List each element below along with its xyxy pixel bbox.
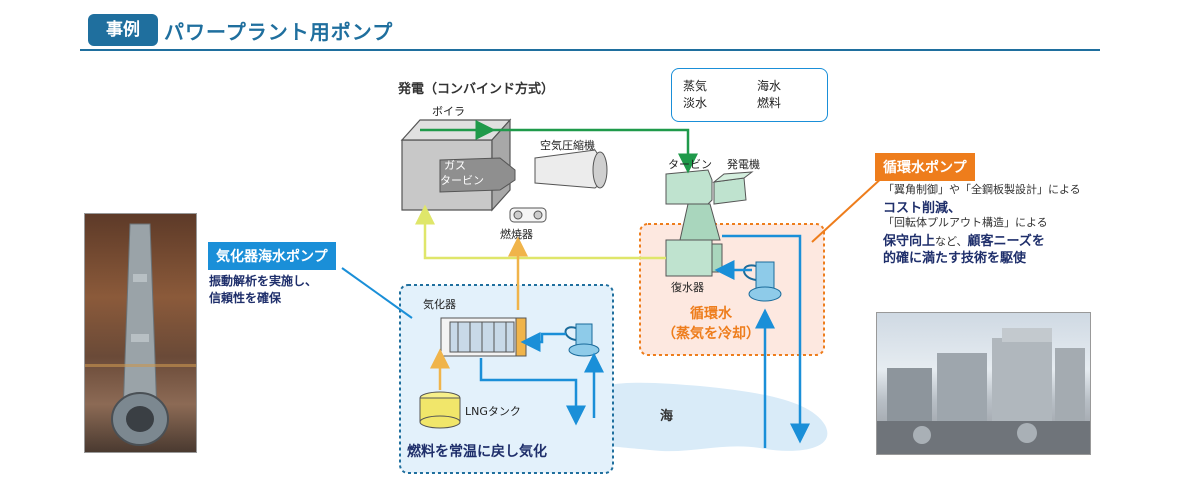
vaporizer-exchanger <box>440 317 527 357</box>
circulating-pump-icon <box>743 261 782 302</box>
circulating-pump-label: 循環水ポンプ <box>875 153 975 181</box>
vaporizer-label: 気化器 <box>423 298 456 311</box>
circulating-pump-desc-3: 「回転体プルアウト構造」による <box>883 216 1048 229</box>
steam-flow-line-2 <box>488 128 698 174</box>
circulating-water-caption: 循環水 （蒸気を冷却） <box>662 304 760 344</box>
circulating-pump-photo <box>876 312 1091 455</box>
header-divider <box>80 49 1100 51</box>
condenser-label: 復水器 <box>671 281 704 294</box>
circulating-pump-desc-4b: など、 <box>935 235 968 248</box>
vaporizer-callout-line <box>341 267 413 319</box>
legend-freshwater: 淡水 <box>683 96 708 110</box>
circulating-pump-desc-1: 「翼角制御」や「全鋼板製設計」による <box>883 183 1081 196</box>
legend-seawater: 海水 <box>757 79 782 93</box>
circulating-water-caption-2: （蒸気を冷却） <box>662 326 760 342</box>
gas-turbine <box>439 157 516 193</box>
circulating-pump-desc-2: コスト削減、 <box>883 201 962 216</box>
gas-turbine-label-1: ガス <box>444 159 466 172</box>
lng-tank-label: LNGタンク <box>465 405 521 418</box>
legend-fuel: 燃料 <box>757 96 782 110</box>
generator <box>712 171 754 205</box>
page-title: パワープラント用ポンプ <box>164 20 394 44</box>
vaporizer-pump-desc: 振動解析を実施し、 信頼性を確保 <box>209 273 317 307</box>
circulating-pump-desc-4a: 保守向上 <box>883 234 936 249</box>
boiler-label: ボイラ <box>432 105 465 118</box>
turbine-label: タービン <box>668 158 712 171</box>
vaporizer-pump-desc-2: 信頼性を確保 <box>209 291 282 305</box>
seawater-flow-cw-out <box>722 234 810 444</box>
legend-steam: 蒸気 <box>683 79 708 93</box>
seawater-flow-vap-out <box>479 358 586 426</box>
lng-tank <box>419 391 461 429</box>
air-compressor <box>534 149 608 189</box>
circulating-callout-line <box>811 174 886 243</box>
circulating-pump-desc-4: 保守向上など、顧客ニーズを <box>883 230 1045 249</box>
air-compressor-label: 空気圧縮機 <box>540 139 595 152</box>
circulating-pump-desc-4c: 顧客ニーズを <box>967 234 1045 249</box>
freshwater-flow-line <box>415 204 666 260</box>
gas-turbine-label-2: タービン <box>440 174 484 187</box>
vaporizer-pump-desc-1: 振動解析を実施し、 <box>209 274 318 288</box>
vaporizer-pump-photo <box>84 213 197 453</box>
sea-label: 海 <box>660 409 674 424</box>
sea-area <box>556 382 828 452</box>
generator-label: 発電機 <box>727 158 760 171</box>
diagram-title: 発電（コンバインド方式） <box>398 82 555 97</box>
vaporizer-pump-label: 気化器海水ポンプ <box>208 242 336 270</box>
combustor-label: 燃焼器 <box>500 228 533 241</box>
steam-turbine <box>665 169 721 241</box>
combustor <box>509 207 547 223</box>
condenser <box>665 239 723 277</box>
legend <box>671 68 828 122</box>
circulating-water-caption-1: 循環水 <box>690 306 732 322</box>
seawater-flow-vap-pump <box>520 332 566 352</box>
example-badge: 事例 <box>88 14 158 46</box>
vaporizer-caption: 燃料を常温に戻し気化 <box>407 444 547 460</box>
circulating-pump-desc-5: 的確に満たす技術を駆使 <box>883 251 1027 266</box>
